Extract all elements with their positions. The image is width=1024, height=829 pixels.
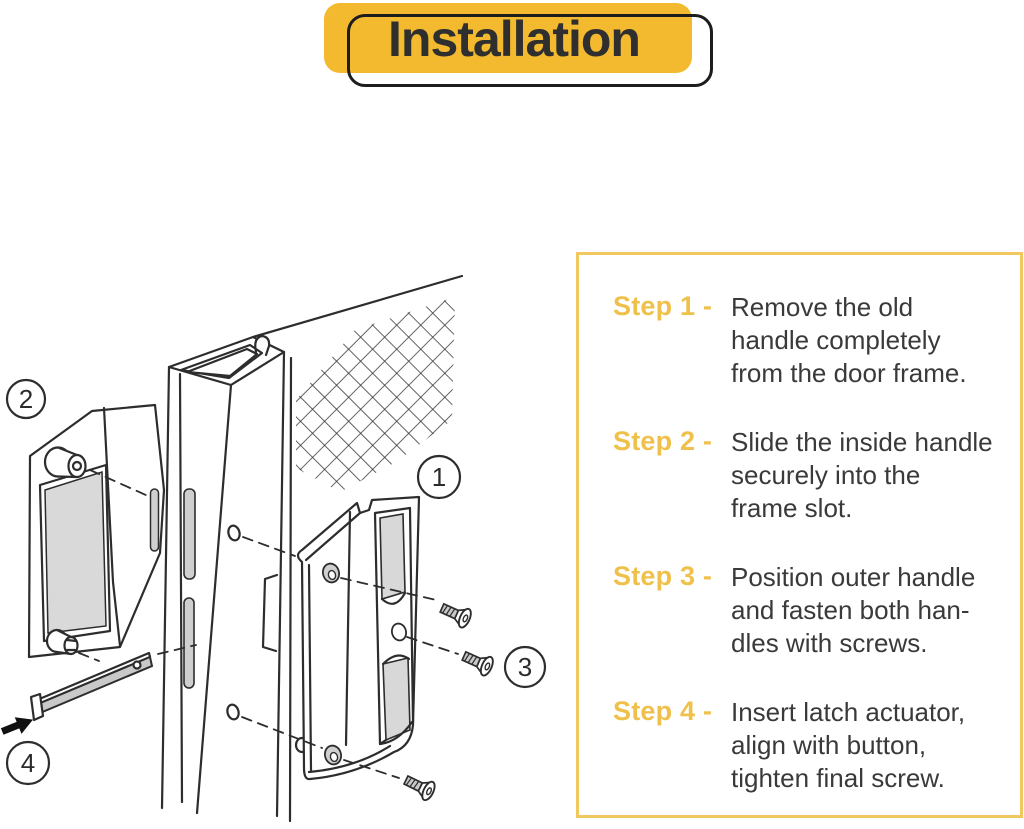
latch-actuator-bar bbox=[29, 651, 154, 722]
outer-handle-screw-holes bbox=[321, 562, 408, 766]
actuator-hole bbox=[132, 660, 142, 670]
outer-handle-slot-upper bbox=[379, 513, 406, 601]
step-2: Step 2 - Slide the inside handle securel… bbox=[613, 426, 1020, 525]
inside-handle bbox=[27, 403, 166, 659]
step-1-label: Step 1 - bbox=[613, 291, 713, 321]
svg-text:4: 4 bbox=[21, 748, 35, 778]
title-outline-box bbox=[347, 14, 713, 87]
steps-panel: Step 1 - Remove the old handle completel… bbox=[576, 252, 1023, 818]
step-4-line-1: Insert latch actuator, bbox=[731, 697, 966, 727]
step-1-line-2: handle completely bbox=[731, 325, 941, 355]
step-4-text: Insert latch actuator, align with button… bbox=[731, 696, 965, 795]
step-2-label: Step 2 - bbox=[613, 426, 713, 456]
step-3: Step 3 - Position outer handle and faste… bbox=[613, 561, 1020, 660]
page-title: Installation bbox=[388, 11, 641, 67]
step-2-line-1: Slide the inside handle bbox=[731, 427, 993, 457]
step-3-line-3: dles with screws. bbox=[731, 628, 928, 658]
step-2-text: Slide the inside handle securely into th… bbox=[731, 426, 993, 525]
step-4-line-3: tighten final screw. bbox=[731, 763, 945, 793]
door-frame-channel bbox=[160, 334, 293, 823]
svg-text:1: 1 bbox=[432, 462, 446, 492]
step-3-line-2: and fasten both han- bbox=[731, 595, 970, 625]
frame-screw-hole-upper bbox=[227, 524, 241, 542]
step-3-text: Position outer handle and fasten both ha… bbox=[731, 561, 975, 660]
frame-screw-hole-lower bbox=[226, 703, 240, 721]
step-1-text: Remove the old handle completely from th… bbox=[731, 291, 967, 390]
step-4-label: Step 4 - bbox=[613, 696, 713, 726]
frame-slot-upper bbox=[183, 488, 196, 580]
step-3-line-1: Position outer handle bbox=[731, 562, 976, 592]
title-banner: Installation bbox=[0, 0, 1024, 100]
frame-notch bbox=[261, 573, 279, 653]
step-4: Step 4 - Insert latch actuator, align wi… bbox=[613, 696, 1020, 795]
step-1-line-3: from the door frame. bbox=[731, 358, 967, 388]
inside-handle-hook bbox=[149, 488, 160, 552]
frame-slot-lower bbox=[183, 597, 195, 689]
screw-1 bbox=[436, 597, 475, 631]
step-1: Step 1 - Remove the old handle completel… bbox=[613, 291, 1020, 390]
step-4-line-2: align with button, bbox=[731, 730, 927, 760]
outer-handle bbox=[294, 495, 421, 781]
callout-1: 1 bbox=[416, 454, 462, 500]
screw-2 bbox=[458, 645, 497, 679]
screw-3 bbox=[400, 770, 439, 804]
inside-handle-knob bbox=[43, 446, 87, 479]
step-2-line-3: frame slot. bbox=[731, 493, 853, 523]
insert-arrow-icon bbox=[0, 717, 33, 735]
callout-4: 4 bbox=[5, 740, 51, 786]
callout-3: 3 bbox=[503, 645, 547, 689]
installation-diagram: 1 2 3 4 bbox=[0, 274, 547, 823]
step-3-label: Step 3 - bbox=[613, 561, 713, 591]
inside-handle-pin bbox=[45, 628, 79, 656]
svg-text:2: 2 bbox=[19, 384, 33, 414]
callout-2: 2 bbox=[5, 378, 47, 420]
step-1-line-1: Remove the old bbox=[731, 292, 914, 322]
step-2-line-2: securely into the bbox=[731, 460, 921, 490]
screen-mesh bbox=[296, 297, 455, 492]
assembly-guide-lines bbox=[78, 469, 459, 779]
inside-handle-recess bbox=[44, 470, 107, 634]
outer-handle-slot-lower bbox=[382, 656, 411, 742]
door-top-rail-line bbox=[251, 274, 464, 339]
svg-text:3: 3 bbox=[518, 652, 532, 682]
